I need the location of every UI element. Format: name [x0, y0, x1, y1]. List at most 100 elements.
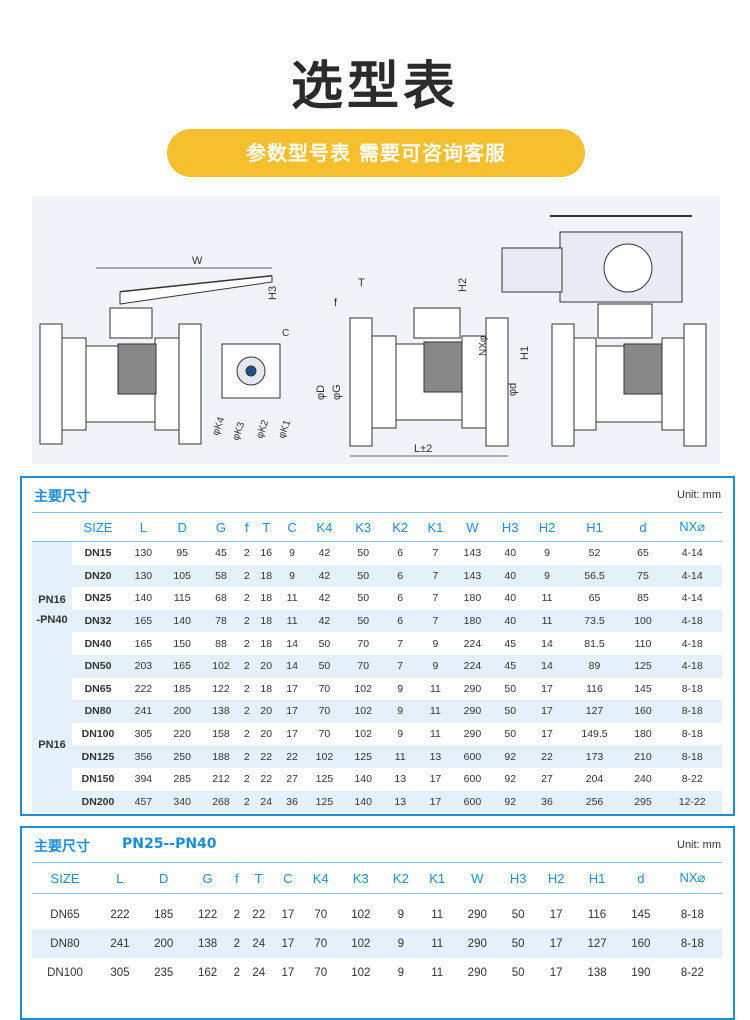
table-cell: 2 [243, 682, 250, 695]
table-cell: 240 [634, 773, 652, 786]
dim-g-label: φG [331, 384, 343, 400]
table-cell: 50 [343, 609, 383, 633]
size-cell: DN150 [81, 773, 115, 786]
table-cell: 140 [162, 609, 202, 633]
size-cell: DN20 [72, 564, 124, 588]
table-cell: 145 [631, 908, 651, 921]
table-cell: 11 [431, 966, 444, 979]
table-header: K2 [382, 512, 418, 542]
table-cell: 4-14 [681, 592, 703, 605]
table-cell: 2 [240, 745, 254, 768]
table-cell: 75 [623, 564, 663, 588]
panel-title: 主要尺寸 [34, 489, 90, 505]
table-cell: 100 [623, 609, 663, 633]
table-cell: 18 [253, 609, 280, 633]
table-cell: 50 [357, 547, 370, 560]
table-cell: 220 [173, 728, 191, 741]
table-cell: 125 [623, 654, 663, 678]
table-cell: 140 [354, 773, 372, 786]
table-cell: 17 [429, 773, 442, 786]
table-cell: 2 [229, 929, 245, 958]
table-header: NX⌀ [662, 512, 722, 542]
table-cell: 36 [528, 790, 566, 814]
table-cell: 13 [394, 773, 407, 786]
table-cell: 17 [417, 790, 454, 814]
table-header: W [455, 862, 500, 894]
table-cell: 50 [511, 908, 525, 921]
dim-nx-label: NXφ [478, 335, 489, 356]
table-cell: 11 [382, 745, 418, 768]
dim-l-label: L±2 [414, 443, 432, 455]
table-cell: 27 [286, 773, 298, 786]
table-cell: 92 [491, 790, 529, 814]
table-cell: 138 [587, 966, 607, 979]
table-cell: 102 [305, 745, 344, 768]
table-cell: 14 [541, 637, 553, 650]
table-cell: 290 [467, 966, 487, 979]
table-cell: 92 [504, 773, 517, 786]
table-cell: 102 [338, 929, 383, 958]
table-cell: 22 [528, 745, 566, 768]
table-cell: 9 [279, 564, 306, 588]
table-header: C [273, 862, 303, 894]
table-cell: 24 [253, 790, 280, 814]
table-cell: 17 [273, 929, 303, 958]
table-cell: 165 [124, 609, 163, 633]
table-cell: 2 [240, 700, 254, 723]
table-cell: 50 [511, 966, 525, 979]
table-header: K2 [382, 862, 420, 894]
pressure-group-label-line: PN16 [38, 593, 66, 606]
table-cell: 340 [162, 790, 202, 814]
table-header: K3 [338, 862, 383, 894]
table-header: K4 [302, 862, 339, 894]
table-cell: 70 [318, 682, 331, 695]
table-cell: 188 [201, 745, 241, 768]
table-cell: 8-22 [681, 773, 703, 786]
table-cell: 241 [98, 929, 142, 958]
table-cell: 16 [260, 547, 273, 560]
table-cell: 305 [110, 966, 130, 979]
table-cell: 20 [260, 728, 273, 741]
table-cell: 200 [162, 700, 202, 723]
dim-d-label: φD [315, 385, 327, 400]
dim-c-label: C [282, 328, 289, 339]
table-cell: 40 [491, 609, 529, 633]
table-cell: 50 [305, 654, 344, 678]
table-cell: 9 [382, 929, 420, 958]
table-cell: 9 [432, 637, 439, 650]
table-cell: 6 [382, 609, 418, 633]
table-cell: 285 [173, 773, 191, 786]
table-header: D [162, 512, 202, 542]
table-cell: 7 [432, 592, 439, 605]
table-cell: 290 [463, 682, 482, 695]
table-cell: 290 [463, 728, 482, 741]
table-cell: 13 [382, 790, 418, 814]
dimension-table-pn25: SIZE L D G f T C K4 K3 K2 K1 W H3 H2 H1 … [32, 862, 722, 987]
dimension-panel-pn25-pn40: 主要尺寸 PN25--PN40 Unit: mm SIZE L D G f T … [20, 826, 735, 1020]
table-cell: 11 [541, 592, 553, 605]
table-cell: 162 [197, 966, 218, 979]
table-cell: 7 [397, 637, 404, 650]
table-cell: 42 [318, 592, 331, 605]
table-cell: 2 [233, 908, 240, 921]
table-cell: 18 [253, 564, 280, 588]
table-cell: 50 [357, 592, 370, 605]
table-cell: 180 [453, 609, 492, 633]
table-cell: 22 [253, 745, 280, 768]
table-cell: 600 [453, 745, 492, 768]
table-header: SIZE [72, 512, 124, 542]
table-cell: 268 [201, 790, 241, 814]
table-cell: 190 [631, 966, 651, 979]
table-header: H3 [491, 512, 529, 542]
table-cell: 70 [318, 728, 331, 741]
table-cell: 200 [141, 929, 186, 958]
table-cell: 102 [201, 654, 241, 678]
table-cell: 185 [173, 682, 191, 695]
table-header: G [185, 862, 230, 894]
table-cell: 88 [215, 637, 227, 650]
table-header: D [141, 862, 186, 894]
